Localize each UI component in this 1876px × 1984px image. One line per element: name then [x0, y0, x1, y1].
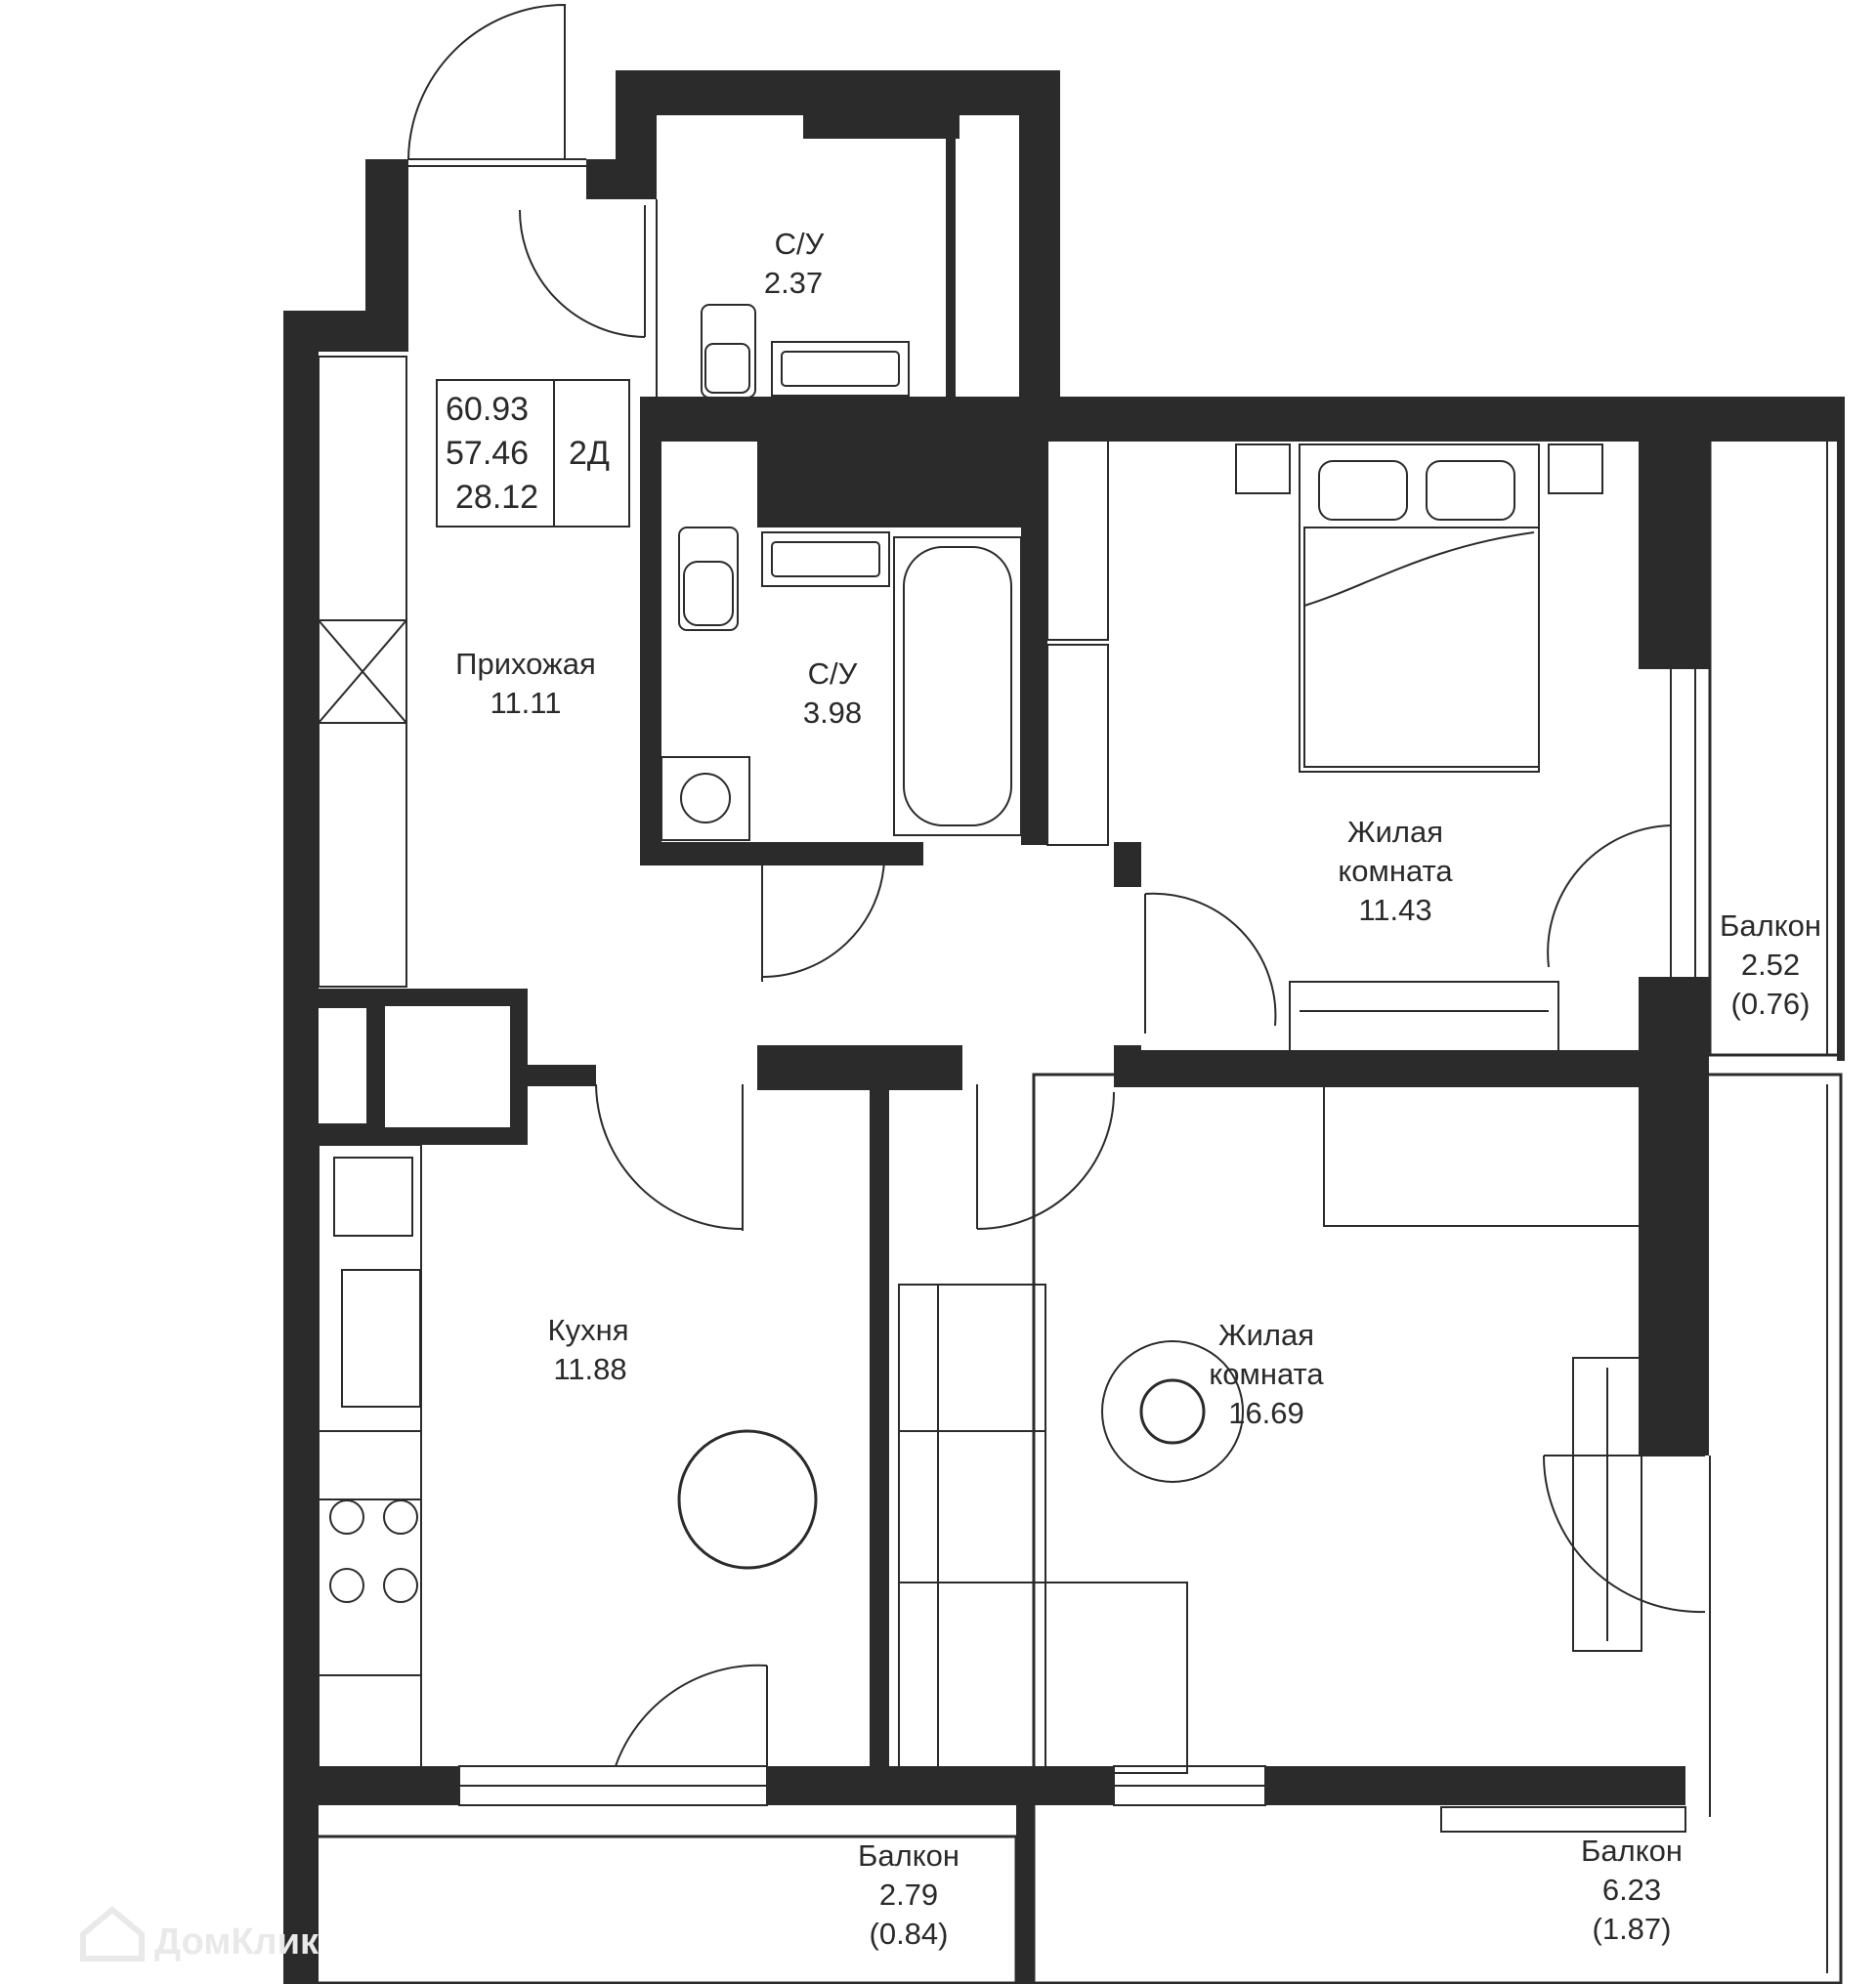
bedroom-area: 11.43 — [1358, 893, 1431, 927]
walls — [283, 70, 1845, 1984]
doors — [407, 3, 1706, 1767]
bathroom-small-area: 2.37 — [764, 266, 823, 300]
balcony-living-reduced-area: (1.87) — [1593, 1912, 1672, 1946]
watermark: ДомКлик — [80, 1906, 320, 1963]
living-room-area: 16.69 — [1228, 1396, 1304, 1430]
bathroom-small-name: С/У — [775, 227, 825, 261]
bathroom-main-area: 3.98 — [803, 696, 862, 730]
balcony-right-name: Балкон — [1720, 908, 1821, 943]
bedroom-name-line2: комната — [1338, 854, 1453, 888]
hallway-area: 11.11 — [490, 686, 562, 720]
balcony-right-area: 2.52 — [1741, 948, 1800, 982]
balcony-living-area: 6.23 — [1602, 1873, 1661, 1907]
balcony-right-reduced-area: (0.76) — [1731, 987, 1811, 1021]
total-area: 60.93 — [446, 391, 529, 428]
living-room-name-line2: комната — [1209, 1357, 1324, 1391]
bathroom-main-name: С/У — [808, 656, 858, 691]
living-area: 28.12 — [455, 479, 538, 516]
watermark-house-icon — [80, 1906, 145, 1962]
summary-box: 60.93 57.46 28.12 2Д — [436, 379, 630, 528]
hallway-name: Прихожая — [455, 647, 596, 681]
layout-type: 2Д — [569, 435, 610, 472]
room-labels: С/У 2.37 С/У 3.98 Прихожая 11.11 Жилая к… — [455, 227, 1821, 1951]
fixtures — [318, 304, 1642, 1774]
thin-lines — [305, 158, 1843, 1984]
kitchen-area: 11.88 — [553, 1352, 626, 1386]
balcony-kitchen-name: Балкон — [858, 1838, 959, 1873]
balcony-kitchen-area: 2.79 — [879, 1878, 938, 1912]
balcony-kitchen-reduced-area: (0.84) — [870, 1917, 949, 1951]
kitchen-name: Кухня — [548, 1313, 629, 1347]
bedroom-name-line1: Жилая — [1347, 815, 1443, 849]
living-room-name-line1: Жилая — [1218, 1318, 1314, 1352]
watermark-text: ДомКлик — [154, 1921, 320, 1963]
area-without-balconies: 57.46 — [446, 435, 529, 472]
balcony-living-name: Балкон — [1581, 1834, 1683, 1868]
